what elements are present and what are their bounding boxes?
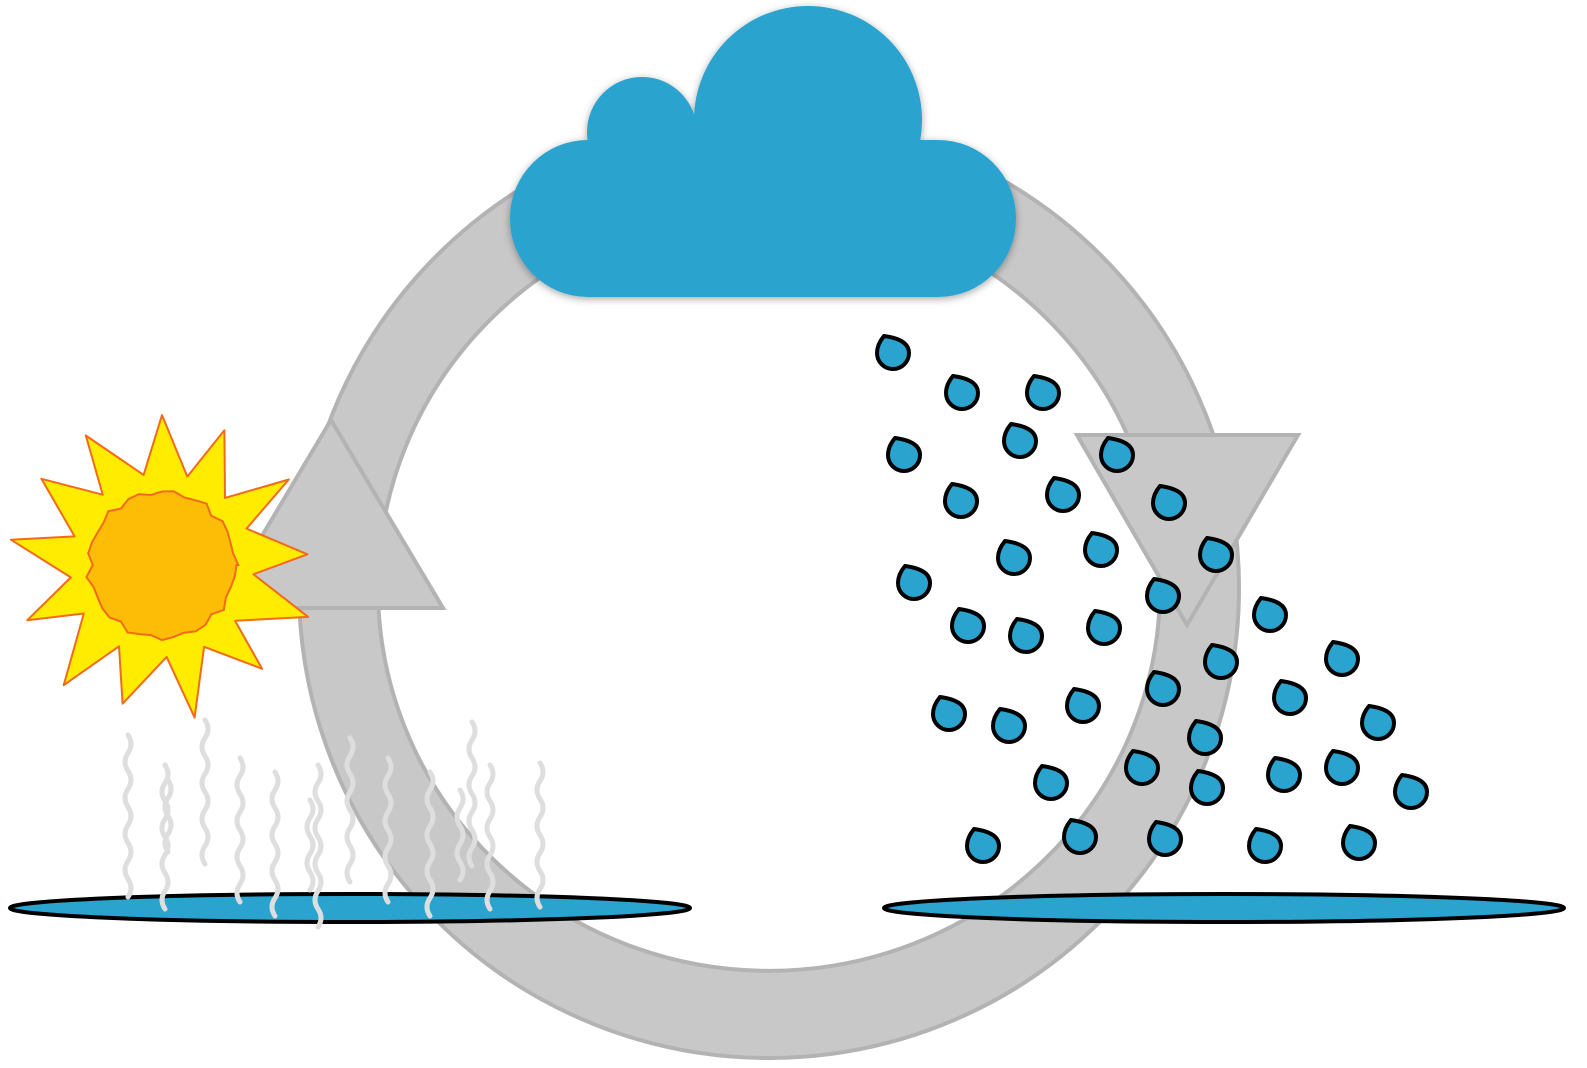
raindrop	[1008, 617, 1044, 654]
raindrop	[996, 539, 1032, 576]
raindrop	[1124, 749, 1160, 786]
raindrop	[886, 436, 922, 473]
vapor-strand	[382, 755, 394, 905]
vapor-strand	[466, 719, 478, 869]
raindrop	[1145, 577, 1181, 614]
vapor-strand	[424, 769, 436, 919]
right-water-pool	[882, 892, 1566, 924]
raindrop	[1002, 422, 1038, 459]
raindrop	[1324, 640, 1360, 677]
vapor-strand	[344, 735, 356, 885]
vapor-strand	[484, 762, 496, 912]
raindrop	[1025, 374, 1061, 411]
raindrop	[1187, 719, 1223, 756]
raindrop	[1266, 756, 1302, 793]
raindrop	[1252, 596, 1288, 633]
vapor-strand	[454, 787, 466, 883]
raindrop	[1341, 824, 1377, 861]
sun-core	[85, 490, 240, 642]
raindrop	[1099, 436, 1135, 473]
raindrop	[896, 564, 932, 601]
vapor-strand	[312, 762, 324, 930]
raindrop	[965, 827, 1001, 864]
raindrop	[991, 707, 1027, 744]
vapor-strand	[269, 769, 281, 919]
raindrop	[1324, 749, 1360, 786]
cycle-arrow-down	[1073, 433, 1302, 629]
left-water-pool	[8, 892, 692, 924]
raindrop	[1360, 704, 1396, 741]
raindrop	[944, 374, 980, 411]
raindrop	[1203, 643, 1239, 680]
raindrop	[1083, 531, 1119, 568]
raindrop	[1086, 609, 1122, 646]
evaporation-vapor	[122, 717, 546, 930]
vapor-strand	[534, 760, 546, 910]
raindrop	[1198, 536, 1234, 573]
vapor-strand	[162, 777, 174, 855]
vapor-strand	[234, 755, 246, 905]
sun-icon	[9, 414, 310, 719]
raindrop	[950, 607, 986, 644]
vapor-strand	[199, 717, 211, 867]
raindrop	[875, 334, 911, 371]
vapor-strand	[122, 732, 134, 900]
vapor-strand	[304, 797, 316, 893]
raindrop	[1062, 818, 1098, 855]
raindrop	[943, 482, 979, 519]
raindrop	[1145, 670, 1181, 707]
raindrop	[931, 695, 967, 732]
raindrop	[1065, 687, 1101, 724]
raindrop	[1147, 820, 1183, 857]
raindrop	[1151, 484, 1187, 521]
raindrop	[1247, 827, 1283, 864]
raindrop	[1393, 773, 1429, 810]
cloud-icon	[510, 6, 1016, 297]
raindrop	[1189, 769, 1225, 806]
raindrop	[1033, 764, 1069, 801]
raindrop	[1045, 476, 1081, 513]
raindrop	[1272, 679, 1308, 716]
